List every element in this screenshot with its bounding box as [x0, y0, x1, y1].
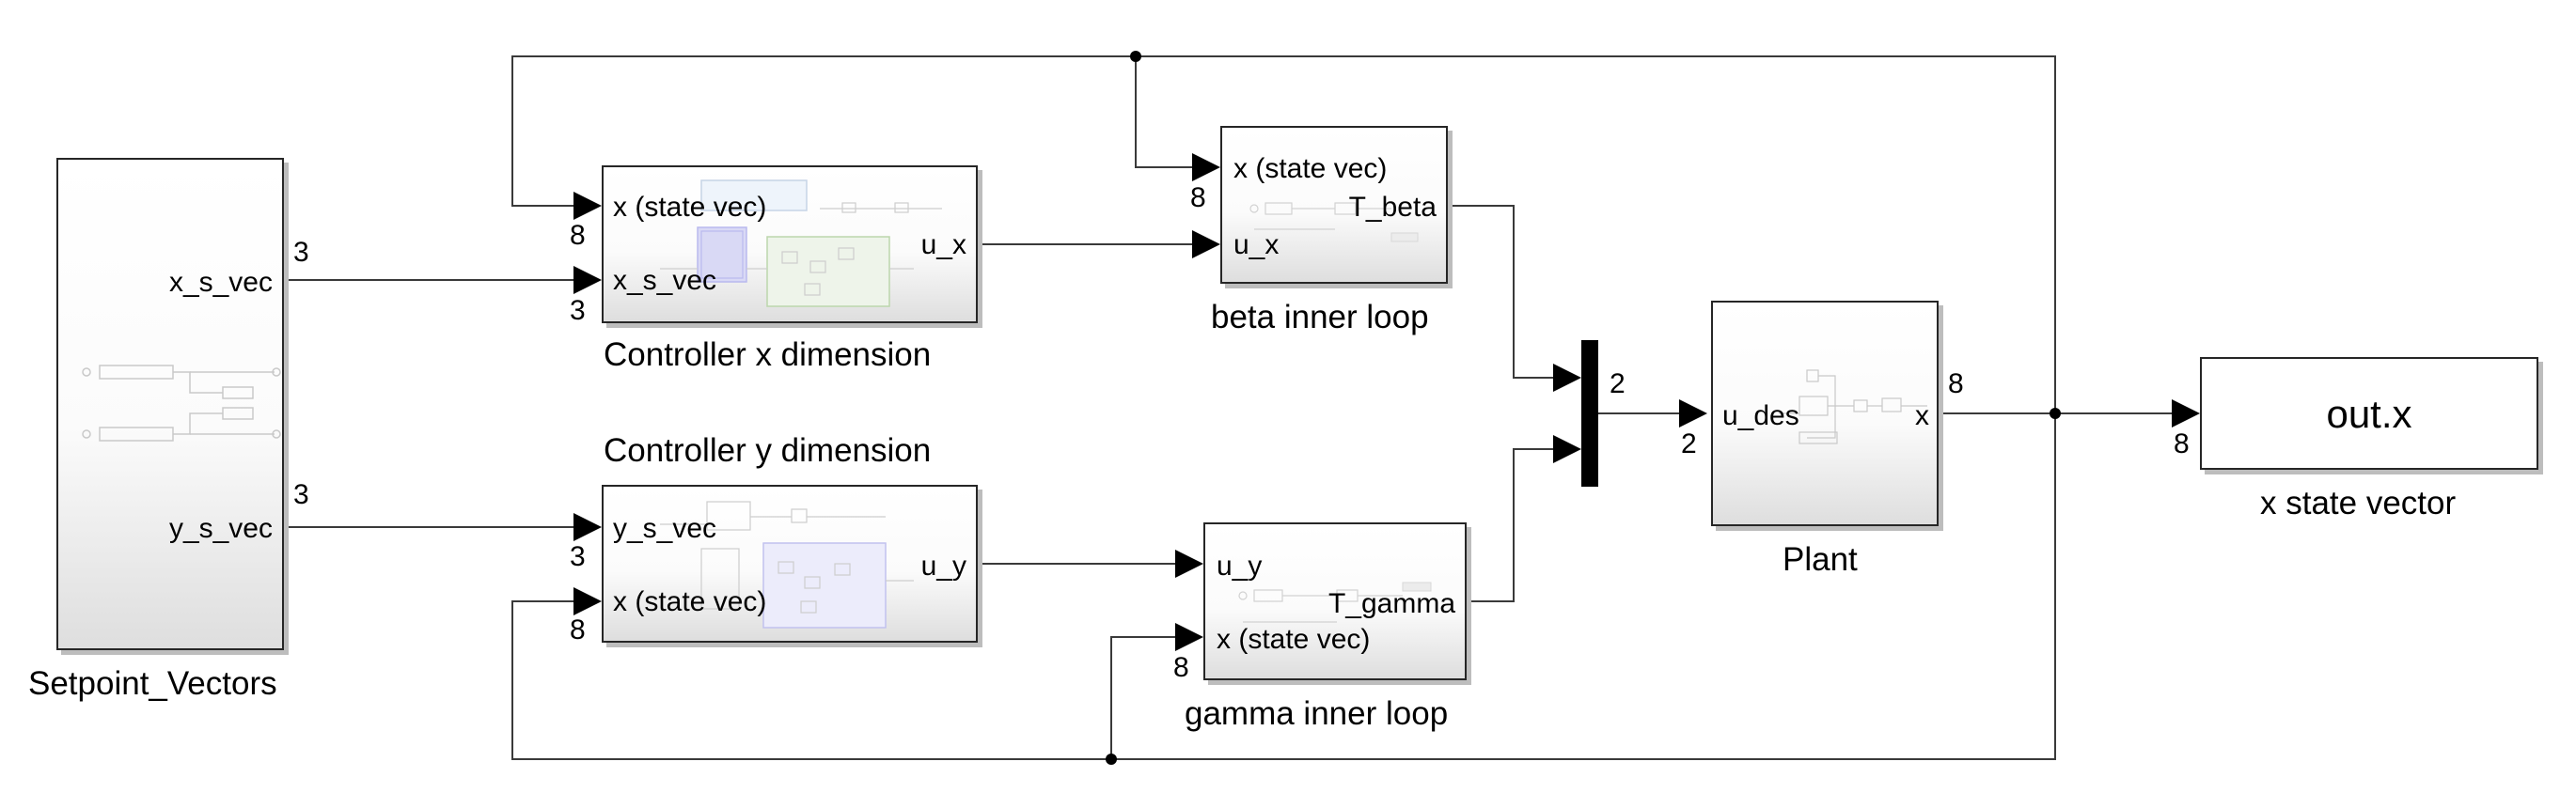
- port-label-t-beta: T_beta: [1348, 192, 1437, 223]
- port-label-x-state-vec: x (state vec): [1217, 624, 1371, 655]
- port-label-u-des: u_des: [1722, 400, 1799, 431]
- signal-dim: 8: [1190, 182, 1206, 213]
- beta-inner-loop-block[interactable]: x (state vec) u_x T_beta: [1220, 126, 1448, 284]
- subsystem-preview: [1238, 582, 1432, 623]
- input-arrow: [1192, 230, 1220, 258]
- input-arrow: [1175, 550, 1203, 578]
- port-label-t-gamma: T_gamma: [1327, 588, 1455, 619]
- plant-block[interactable]: u_des x: [1711, 301, 1939, 526]
- block-caption-x-state-vector: x state vector: [2260, 485, 2457, 521]
- input-arrow: [573, 266, 602, 294]
- branch-point: [1130, 51, 1141, 62]
- block-caption-controller-y: Controller y dimension: [604, 432, 932, 469]
- block-caption-controller-x: Controller x dimension: [604, 336, 932, 373]
- port-label-u-y: u_y: [1217, 551, 1263, 582]
- signal-dim: 8: [570, 614, 586, 645]
- signal-dim: 8: [2174, 428, 2190, 459]
- input-arrow: [573, 192, 602, 220]
- subsystem-preview: [660, 179, 942, 307]
- port-label-y-s-vec: y_s_vec: [613, 513, 717, 544]
- mux-block[interactable]: [1581, 340, 1598, 487]
- port-label-x-state-vec: x (state vec): [613, 586, 767, 617]
- signal-t-beta: [1448, 205, 1557, 379]
- port-label-y-s-vec: y_s_vec: [168, 513, 273, 544]
- input-arrow: [573, 513, 602, 541]
- port-label-u-y: u_y: [920, 551, 966, 582]
- port-label-u-x: u_x: [1233, 229, 1280, 260]
- subsystem-preview: [660, 501, 914, 629]
- to-workspace-block[interactable]: out.x: [2200, 357, 2538, 470]
- port-label-x-s-vec: x_s_vec: [613, 265, 717, 296]
- signal-state-feedback-bottom: [511, 413, 2056, 760]
- setpoint-vectors-block[interactable]: x_s_vec y_s_vec: [56, 158, 284, 650]
- signal-dim: 3: [570, 541, 586, 572]
- signal-dim: 2: [1610, 368, 1626, 399]
- signal-t-gamma: [1467, 448, 1557, 602]
- signal-state-to-gamma: [1110, 636, 1177, 759]
- port-label-x-state-vec: x (state vec): [1233, 153, 1388, 184]
- block-caption-beta: beta inner loop: [1211, 299, 1429, 335]
- port-label-x-state-vec: x (state vec): [613, 192, 767, 223]
- signal-dim: 8: [570, 220, 586, 251]
- branch-point: [1106, 754, 1117, 765]
- input-arrow: [1553, 364, 1581, 392]
- signal-dim: 8: [1948, 368, 1964, 399]
- subsystem-preview: [1249, 202, 1419, 242]
- workspace-variable-label: out.x: [2326, 392, 2412, 436]
- signal-dim: 3: [293, 479, 309, 510]
- input-arrow: [573, 587, 602, 615]
- port-label-x: x: [1915, 400, 1929, 431]
- port-label-u-x: u_x: [920, 229, 966, 260]
- input-arrow: [1553, 435, 1581, 463]
- input-arrow: [1679, 399, 1707, 428]
- gamma-inner-loop-block[interactable]: u_y x (state vec) T_gamma: [1203, 522, 1467, 680]
- signal-dim: 3: [293, 237, 309, 268]
- controller-x-block[interactable]: x (state vec) x_s_vec u_x: [602, 165, 978, 323]
- port-label-x-s-vec: x_s_vec: [168, 267, 273, 298]
- controller-y-block[interactable]: y_s_vec x (state vec) u_y: [602, 485, 978, 643]
- branch-point: [2050, 408, 2061, 419]
- block-caption-gamma: gamma inner loop: [1185, 695, 1449, 732]
- block-caption-plant: Plant: [1783, 541, 1858, 578]
- input-arrow: [2172, 399, 2200, 428]
- signal-dim: 8: [1173, 652, 1189, 683]
- subsystem-preview: [1779, 369, 1927, 444]
- input-arrow: [1192, 153, 1220, 181]
- subsystem-preview: [82, 365, 281, 442]
- signal-dim: 3: [570, 295, 586, 326]
- signal-state-to-beta: [1135, 56, 1194, 168]
- signal-state-feedback: [511, 55, 2056, 413]
- input-arrow: [1175, 623, 1203, 651]
- signal-dim: 2: [1681, 428, 1697, 459]
- block-caption-setpoint: Setpoint_Vectors: [28, 665, 277, 702]
